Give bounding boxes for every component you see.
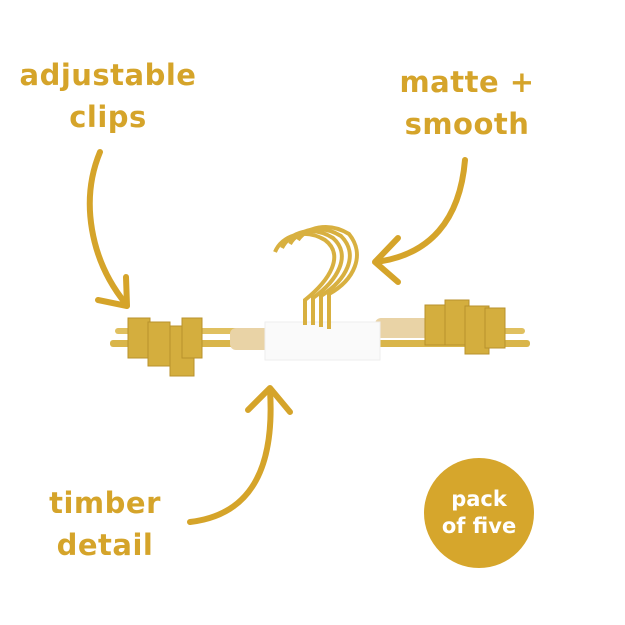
callout-text: timber xyxy=(49,486,161,520)
callout-text: matte + xyxy=(399,65,535,99)
badge-text: pack xyxy=(451,487,507,511)
arrow-finish xyxy=(373,157,468,265)
callout-matte-smooth: matte + smooth xyxy=(382,61,552,145)
arrow-timber xyxy=(187,387,274,525)
callout-text: smooth xyxy=(404,107,530,141)
pack-badge: pack of five xyxy=(424,458,534,568)
arrow-timber-head xyxy=(245,385,293,415)
callout-text: detail xyxy=(56,528,154,562)
arrow-finish-head xyxy=(372,235,401,285)
callout-adjustable-clips: adjustable clips xyxy=(8,54,208,138)
arrow-clips xyxy=(86,149,129,307)
arrow-clips-head xyxy=(95,274,130,309)
callout-text: clips xyxy=(69,100,147,134)
hanger-icon xyxy=(110,225,530,377)
badge-text: of five xyxy=(441,514,517,538)
callout-text: adjustable xyxy=(19,58,197,92)
callout-timber-detail: timber detail xyxy=(35,482,175,566)
